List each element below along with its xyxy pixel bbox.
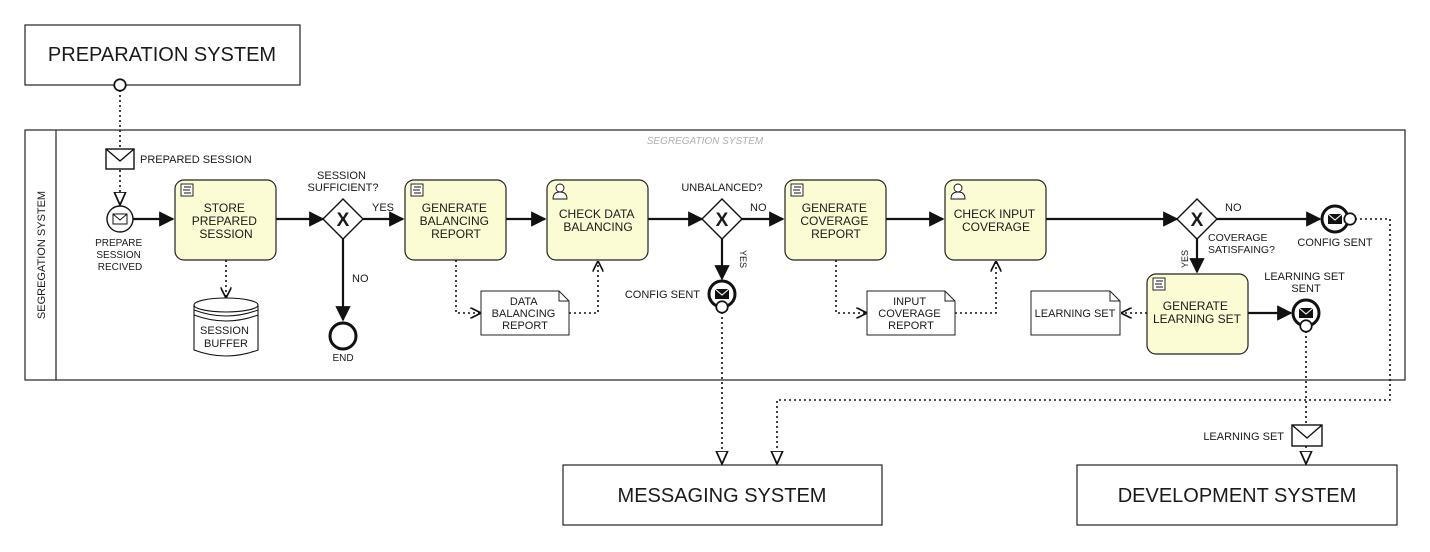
prepared-session-label: PREPARED SESSION — [140, 154, 252, 166]
gateway3-label: COVERAGE SATISFAING? — [1208, 232, 1275, 256]
message-flow-config-2[interactable] — [777, 219, 1391, 464]
gateway1-label: SESSION SUFFICIENT? — [308, 170, 379, 194]
session-buffer-datastore[interactable]: SESSION BUFFER — [193, 297, 259, 357]
preparation-system-pool[interactable]: PREPARATION SYSTEM — [24, 24, 301, 86]
preparation-system-label: PREPARATION SYSTEM — [48, 44, 276, 66]
svg-text:CHECK DATA BALANCING: CHECK DATA BALANCING — [559, 207, 637, 234]
learning-set-message-label: LEARNING SET — [1203, 431, 1284, 443]
svg-text:STORE PREPARED SES: STORE PREPARED SESSION — [192, 201, 260, 241]
task-generate-learning-set[interactable]: GENERATE LEARNING SET — [1146, 273, 1249, 355]
config-sent-end-event-1[interactable] — [707, 279, 737, 309]
messaging-system-label: MESSAGING SYSTEM — [618, 485, 827, 507]
development-system-pool[interactable]: DEVELOPMENT SYSTEM — [1076, 464, 1398, 526]
task-generate-balancing-report[interactable]: GENERATE BALANCING REPORT — [404, 179, 507, 261]
learning-set-data-label: LEARNING SET — [1035, 308, 1116, 320]
script-icon — [790, 183, 804, 197]
end-event-label: END — [332, 353, 353, 364]
input-coverage-report-object[interactable]: INPUT COVERAGE REPORT — [866, 290, 956, 336]
session-buffer-label: SESSION BUFFER — [200, 325, 252, 350]
script-icon — [410, 183, 424, 197]
exclusive-x-icon: X — [1191, 210, 1204, 231]
development-system-label: DEVELOPMENT SYSTEM — [1118, 485, 1357, 507]
pool-watermark: SEGREGATION SYSTEM — [647, 136, 764, 147]
gateway-session-sufficient[interactable]: X — [322, 198, 364, 240]
gateway-unbalanced[interactable]: X — [701, 198, 743, 240]
svg-text:CHECK INPUT COVERAGE: CHECK INPUT COVERAGE — [954, 207, 1038, 234]
gateway2-label: UNBALANCED? — [681, 182, 762, 194]
flow-label-no2: NO — [750, 202, 767, 214]
flow-label-yes3: YES — [1180, 250, 1190, 268]
data-balancing-report-label: DATA BALANCING REPORT — [492, 296, 559, 332]
script-icon — [1152, 277, 1166, 291]
svg-text:GENERATE BALANCING: GENERATE BALANCING REPORT — [420, 201, 493, 241]
config-sent-1-label: CONFIG SENT — [625, 289, 700, 301]
config-sent-2-label: CONFIG SENT — [1297, 237, 1372, 249]
flow-label-no3: NO — [1225, 202, 1242, 214]
svg-text:GENERATE LEARNING SET: GENERATE LEARNING SET — [1153, 299, 1242, 326]
script-icon — [180, 183, 194, 197]
user-icon — [552, 183, 568, 200]
task-check-input-coverage[interactable]: CHECK INPUT COVERAGE — [944, 179, 1047, 261]
data-balancing-report-object[interactable]: DATA BALANCING REPORT — [480, 290, 570, 336]
config-sent-end-event-2[interactable] — [1320, 204, 1350, 234]
exclusive-x-icon: X — [337, 210, 350, 231]
flow-label-yes1: YES — [372, 202, 394, 214]
learning-set-sent-end-event[interactable] — [1291, 298, 1321, 328]
task-generate-coverage-report[interactable]: GENERATE COVERAGE REPORT — [784, 179, 887, 261]
start-event[interactable] — [106, 205, 134, 233]
end-event[interactable] — [328, 321, 358, 351]
task-check-data-balancing[interactable]: CHECK DATA BALANCING — [546, 179, 649, 261]
messaging-system-pool[interactable]: MESSAGING SYSTEM — [562, 464, 883, 526]
learning-set-envelope-icon — [1291, 424, 1323, 447]
pool-side-label: SEGREGATION SYSTEM — [36, 191, 48, 319]
task-store-prepared-session[interactable]: STORE PREPARED SESSION — [174, 179, 277, 261]
learning-set-data-object[interactable]: LEARNING SET — [1030, 290, 1121, 336]
prepared-session-envelope-icon — [105, 148, 135, 170]
user-icon — [950, 183, 966, 200]
flow-label-no1: NO — [352, 273, 369, 285]
start-event-label: PREPARE SESSION RECIVED — [95, 238, 145, 273]
flow-label-yes2: YES — [738, 250, 748, 268]
exclusive-x-icon: X — [716, 210, 729, 231]
